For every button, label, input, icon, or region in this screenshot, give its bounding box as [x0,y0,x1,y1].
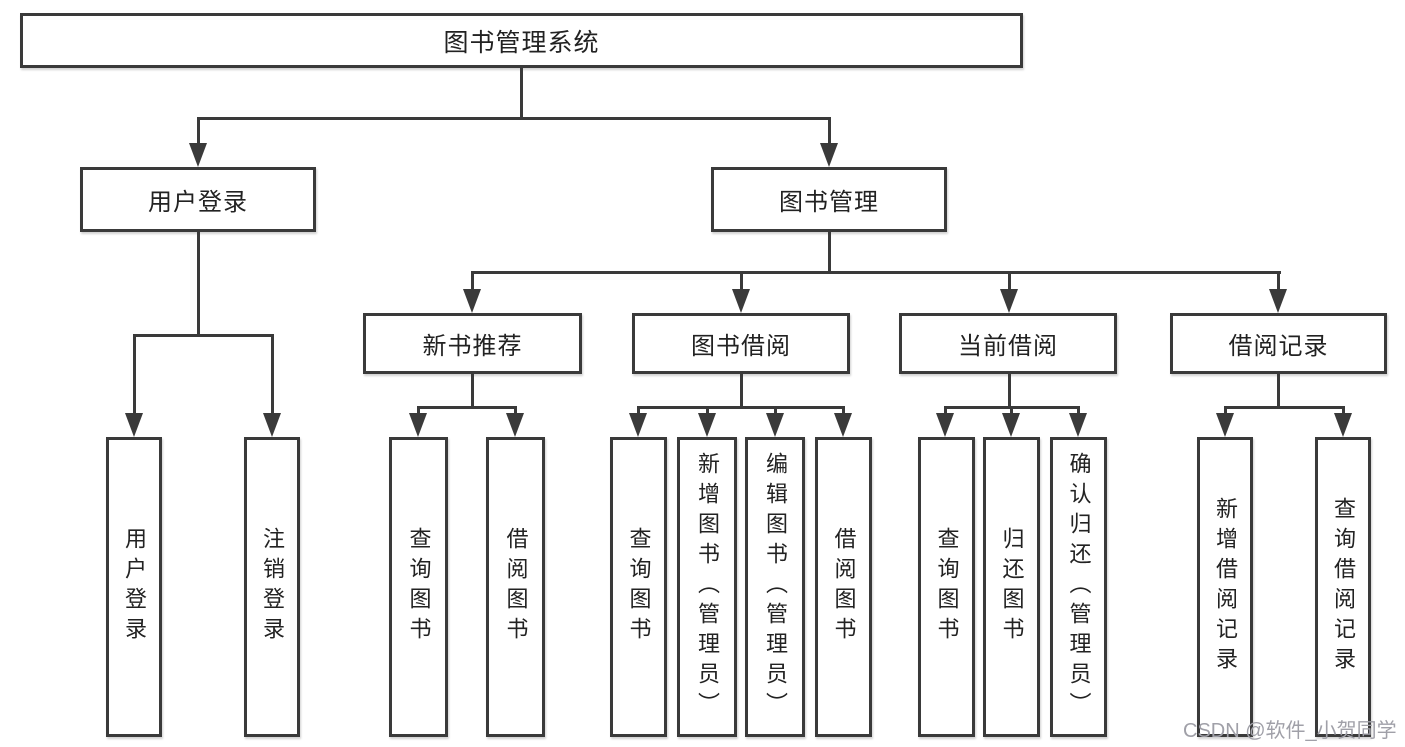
arrowhead-icon [820,143,838,167]
node-label: 用户登录 [148,189,248,216]
node-borrowing-records: 借阅记录 [1170,313,1387,374]
node-current-borrowing: 当前借阅 [899,313,1117,374]
leaf-label: 借阅图书 [831,527,857,647]
connector-line [1007,271,1011,293]
connector-line [827,117,831,145]
leaf-label: 查询图书 [934,527,960,647]
leaf-label: 注销登录 [260,527,285,647]
arrowhead-icon [409,413,427,437]
leaf-query-books-current: 查询图书 [918,437,975,737]
leaf-label: 借阅图书 [503,527,529,647]
arrowhead-icon [1334,413,1352,437]
connector-line [739,271,743,293]
arrowhead-icon [125,413,143,437]
node-label: 借阅记录 [1228,333,1329,360]
arrowhead-icon [1069,413,1087,437]
watermark-text: CSDN @软件_小贺同学 [1183,720,1397,742]
leaf-edit-books-admin: 编辑图书（管理员） [745,437,805,737]
leaf-query-books-borrowing: 查询图书 [610,437,667,737]
node-label: 图书借阅 [691,333,791,360]
connector-line [842,406,845,418]
leaf-label: 新增借阅记录 [1213,497,1238,677]
leaf-confirm-return-admin: 确认归还（管理员） [1050,437,1107,737]
leaf-borrow-books-recommend: 借阅图书 [486,437,545,737]
arrowhead-icon [263,413,281,437]
arrowhead-icon [1216,413,1234,437]
node-label: 图书管理 [779,189,879,216]
node-label: 图书管理系统 [443,28,600,57]
leaf-borrow-books: 借阅图书 [815,437,872,737]
leaf-user-login: 用户登录 [106,437,162,737]
connector-line [416,406,420,418]
connector-line [270,334,274,416]
connector-line [470,271,474,293]
leaf-query-borrow-record: 查询借阅记录 [1315,437,1371,737]
connector-line [132,334,274,337]
connector-line [705,406,709,418]
arrowhead-icon [463,289,481,313]
leaf-add-borrow-record: 新增借阅记录 [1197,437,1253,737]
connector-line [196,231,200,336]
arrowhead-icon [506,413,524,437]
leaf-add-books-admin: 新增图书（管理员） [677,437,737,737]
arrowhead-icon [1002,413,1020,437]
node-book-management: 图书管理 [711,167,947,232]
leaf-label: 用户登录 [122,527,147,647]
connector-line [827,231,831,273]
connector-line [739,372,743,408]
connector-line [1277,271,1280,293]
connector-line [196,117,200,145]
leaf-label: 编辑图书（管理员） [763,452,788,722]
leaf-query-books-recommend: 查询图书 [389,437,448,737]
leaf-label: 确认归还（管理员） [1066,452,1092,722]
connector-line [417,406,517,409]
arrowhead-icon [1000,289,1018,313]
arrowhead-icon [629,413,647,437]
connector-line [1277,372,1280,408]
connector-line [1007,372,1011,408]
leaf-label: 查询借阅记录 [1331,497,1356,677]
connector-line [637,406,845,409]
connector-line [1223,406,1227,418]
leaf-logout: 注销登录 [244,437,300,737]
node-book-borrowing: 图书借阅 [632,313,850,374]
node-new-book-recommendation: 新书推荐 [363,313,582,374]
leaf-label: 归还图书 [999,527,1025,647]
leaf-label: 查询图书 [406,527,432,647]
node-label: 当前借阅 [958,333,1058,360]
connector-line [1009,406,1013,418]
connector-line [470,271,1281,274]
connector-line [1076,406,1080,418]
connector-line [1341,406,1345,418]
arrowhead-icon [1269,289,1287,313]
arrowhead-icon [766,413,784,437]
leaf-label: 查询图书 [626,527,652,647]
connector-line [470,372,474,408]
connector-line [514,406,517,418]
connector-line [519,67,523,118]
connector-line [132,334,136,416]
connector-line [637,406,640,418]
arrowhead-icon [936,413,954,437]
leaf-return-books: 归还图书 [983,437,1040,737]
arrowhead-icon [189,143,207,167]
node-label: 新书推荐 [422,333,523,360]
arrowhead-icon [732,289,750,313]
connector-line [196,117,831,120]
leaf-label: 新增图书（管理员） [695,452,720,722]
arrowhead-icon [698,413,716,437]
connector-line [944,406,947,418]
node-book-management-system: 图书管理系统 [20,13,1023,68]
node-user-login: 用户登录 [80,167,316,232]
connector-line [773,406,777,418]
connector-line [1223,406,1345,409]
arrowhead-icon [834,413,852,437]
